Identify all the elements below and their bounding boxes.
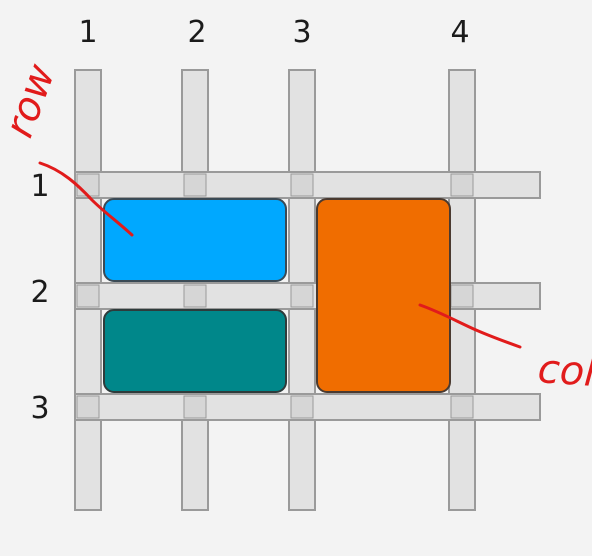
column-label-2: 2 bbox=[187, 15, 206, 50]
teal-item bbox=[103, 309, 287, 393]
row-annotation: row bbox=[0, 58, 65, 143]
row-labels: 1 2 3 bbox=[30, 169, 49, 426]
column-labels: 1 2 3 4 bbox=[78, 15, 469, 50]
column-label-4: 4 bbox=[450, 15, 469, 50]
grid-items bbox=[103, 198, 451, 393]
row-pointer-stroke bbox=[38, 161, 134, 237]
row-label-1: 1 bbox=[30, 169, 49, 204]
row-label-2: 2 bbox=[30, 275, 49, 310]
col-pointer-stroke bbox=[418, 303, 522, 349]
column-label-1: 1 bbox=[78, 15, 97, 50]
grid-intersections bbox=[76, 173, 474, 419]
row-label-3: 3 bbox=[30, 391, 49, 426]
blue-item bbox=[103, 198, 287, 282]
col-annotation: col bbox=[536, 346, 592, 396]
orange-item bbox=[316, 198, 451, 393]
column-label-3: 3 bbox=[292, 15, 311, 50]
